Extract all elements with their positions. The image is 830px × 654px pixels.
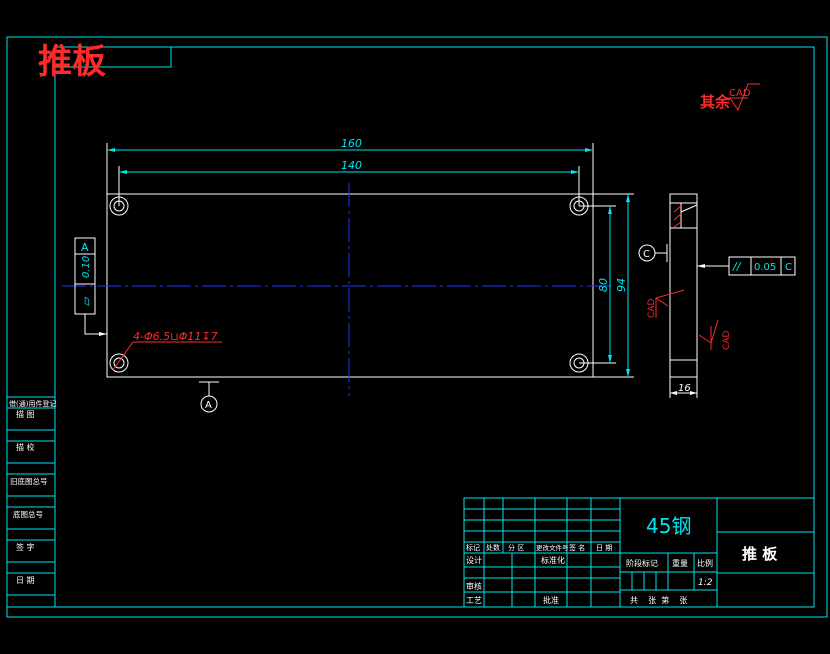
svg-text:CAD: CAD bbox=[722, 331, 732, 350]
title-block: 45钢 推 板 标记 处数 分 区 更改文件号 签 名 日 期 设计 标准化 审… bbox=[463, 497, 815, 608]
svg-text:分 区: 分 区 bbox=[508, 543, 524, 552]
left-record-strip: 借(通)用件登记 描 图 描 校 旧底图总号 底图总号 签 字 日 期 bbox=[6, 396, 56, 608]
svg-text:0.10: 0.10 bbox=[81, 256, 92, 278]
svg-text:94: 94 bbox=[615, 278, 628, 292]
datum-a-marker: A bbox=[199, 381, 219, 413]
svg-text:描 图: 描 图 bbox=[16, 409, 35, 419]
svg-text:标记: 标记 bbox=[466, 543, 480, 552]
svg-text:工艺: 工艺 bbox=[466, 596, 482, 605]
svg-text:设计: 设计 bbox=[466, 555, 482, 565]
hole-callout: 4-Φ6.5⊔Φ11↧7 bbox=[112, 330, 222, 371]
svg-text:1:2: 1:2 bbox=[698, 578, 713, 588]
parallelism-control-frame: // 0.05 C bbox=[697, 256, 796, 276]
svg-text://: // bbox=[732, 260, 742, 273]
svg-text:160: 160 bbox=[341, 137, 362, 150]
dim-hole-spacing-x: 140 bbox=[118, 159, 580, 206]
outer-border bbox=[6, 36, 828, 618]
svg-text:重量: 重量 bbox=[672, 558, 688, 568]
part-name-text: 推 板 bbox=[742, 545, 778, 563]
svg-text:80: 80 bbox=[597, 278, 610, 292]
roughness-symbol-general: CAD bbox=[727, 83, 760, 112]
svg-text:4-Φ6.5⊔Φ11↧7: 4-Φ6.5⊔Φ11↧7 bbox=[133, 330, 218, 343]
inner-border bbox=[54, 46, 815, 608]
svg-text:日 期: 日 期 bbox=[596, 544, 612, 552]
drawing-title: 推板 bbox=[38, 42, 106, 82]
svg-text:借(通)用件登记: 借(通)用件登记 bbox=[9, 399, 56, 408]
flatness-control-frame: A 0.10 ⏥ bbox=[74, 237, 107, 336]
dim-hole-spacing-y: 80 bbox=[579, 205, 616, 364]
hole-bottom-left bbox=[109, 353, 129, 373]
svg-text:140: 140 bbox=[341, 159, 362, 172]
svg-text:批准: 批准 bbox=[543, 595, 559, 605]
svg-text:A: A bbox=[205, 400, 212, 411]
svg-text:日 期: 日 期 bbox=[16, 576, 35, 585]
svg-text:更改文件号: 更改文件号 bbox=[536, 543, 569, 552]
svg-text:A: A bbox=[81, 241, 89, 254]
roughness-note: 其余 bbox=[700, 93, 731, 111]
side-view: C // 0.05 C CAD CAD bbox=[638, 193, 796, 398]
svg-text:处数: 处数 bbox=[486, 543, 500, 552]
svg-text:底图总号: 底图总号 bbox=[13, 509, 43, 519]
svg-text:描 校: 描 校 bbox=[16, 442, 35, 452]
roughness-symbol-left: CAD bbox=[647, 289, 685, 318]
svg-text:标准化: 标准化 bbox=[541, 555, 565, 565]
dim-thickness: 16 bbox=[669, 377, 698, 398]
svg-text:比例: 比例 bbox=[697, 558, 713, 568]
svg-text:审核: 审核 bbox=[466, 581, 482, 591]
svg-text:签 字: 签 字 bbox=[16, 542, 35, 552]
svg-text:旧底图总号: 旧底图总号 bbox=[10, 476, 48, 486]
front-view: 160 140 80 94 bbox=[62, 137, 634, 413]
svg-text:CAD: CAD bbox=[729, 88, 751, 99]
svg-text:C: C bbox=[785, 262, 792, 273]
svg-text:CAD: CAD bbox=[647, 299, 657, 318]
dim-overall-width: 160 bbox=[106, 137, 594, 194]
title-tab bbox=[55, 47, 172, 68]
roughness-symbol-right: CAD bbox=[698, 319, 732, 350]
svg-text:签 名: 签 名 bbox=[569, 543, 585, 552]
svg-text:共 张 第 张: 共 张 第 张 bbox=[630, 595, 687, 605]
svg-text:16: 16 bbox=[678, 383, 691, 394]
material-text: 45钢 bbox=[646, 514, 691, 538]
dim-overall-height: 94 bbox=[593, 193, 634, 378]
datum-c-marker: C bbox=[638, 244, 668, 262]
svg-text:0.05: 0.05 bbox=[754, 262, 776, 273]
svg-text:C: C bbox=[643, 249, 650, 260]
svg-text:阶段标记: 阶段标记 bbox=[626, 558, 658, 568]
side-outline bbox=[669, 193, 698, 378]
svg-text:⏥: ⏥ bbox=[79, 296, 93, 306]
